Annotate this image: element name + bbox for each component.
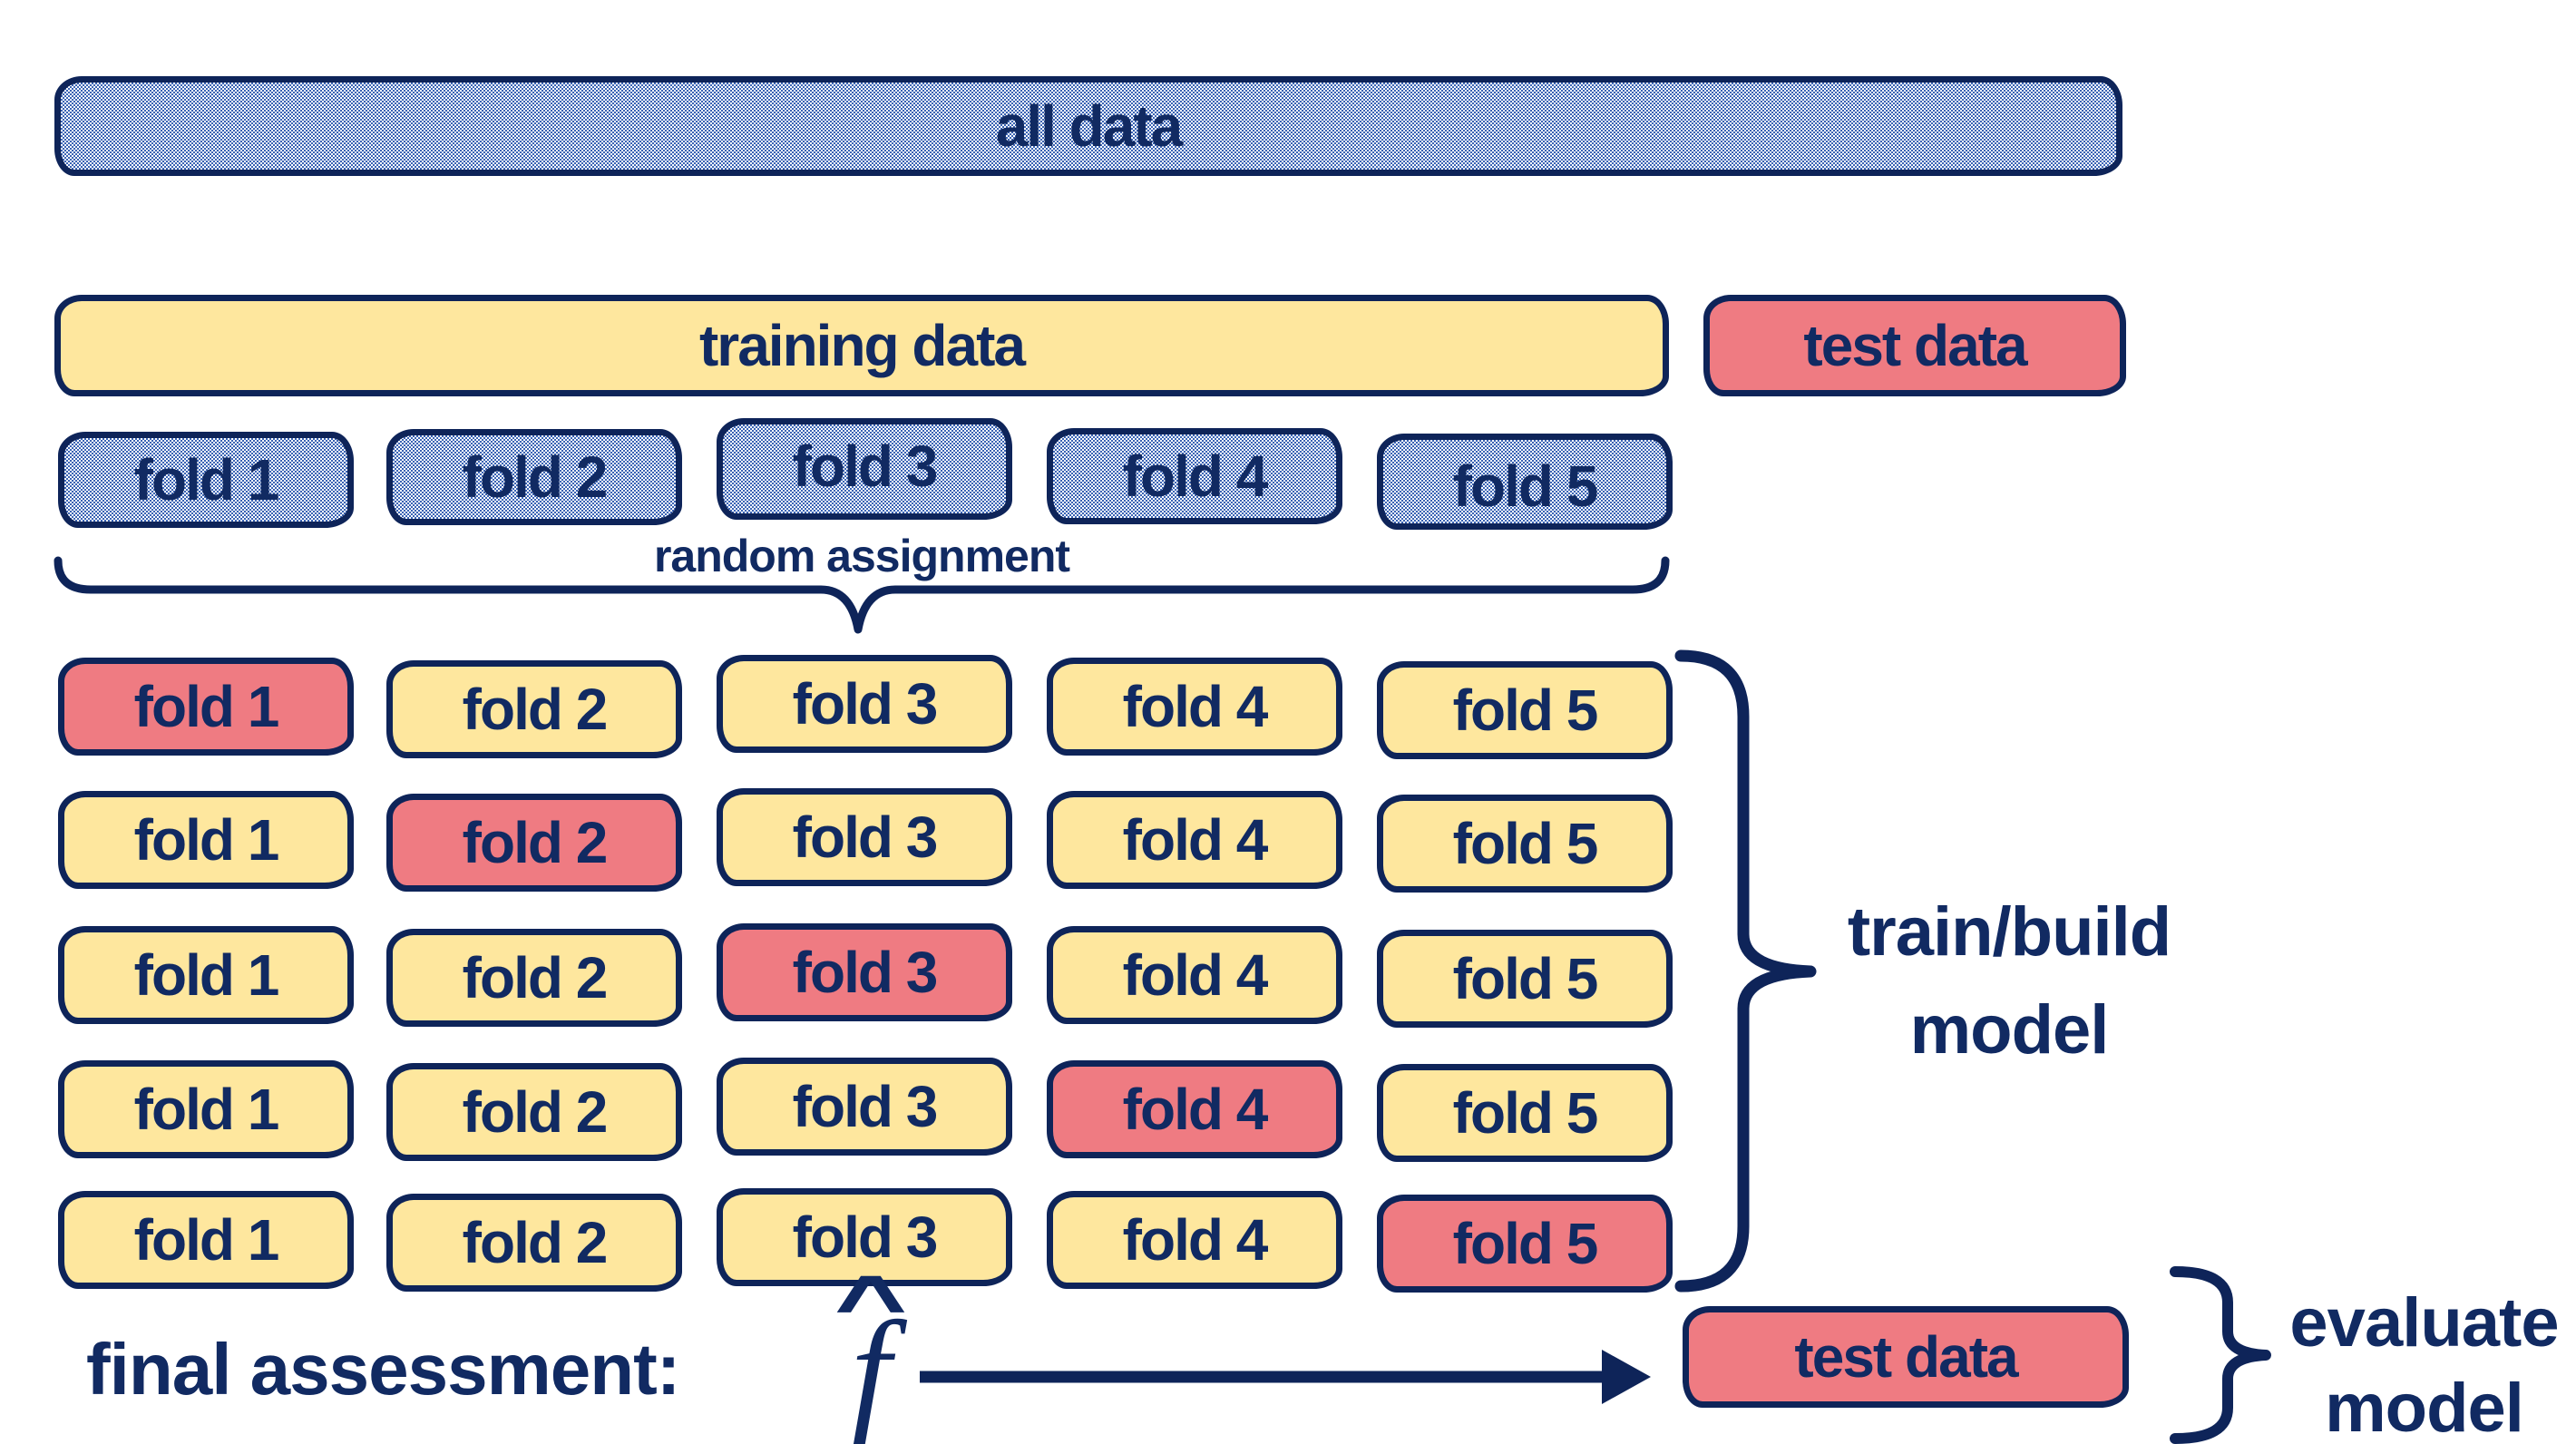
final-assessment-arrow bbox=[920, 1350, 1651, 1404]
cv-cell-label: fold 4 bbox=[1122, 942, 1269, 1008]
training-data-bar: training data bbox=[54, 295, 1669, 396]
cv-grid-cell: fold 5 bbox=[1377, 1064, 1673, 1162]
cv-cell-label: fold 5 bbox=[1452, 678, 1599, 743]
cv-grid-cell: fold 4 bbox=[1047, 1060, 1342, 1158]
cv-cell-label: fold 4 bbox=[1122, 674, 1269, 739]
random-assignment-label: random assignment bbox=[653, 531, 1070, 581]
final-assessment-label: final assessment: bbox=[86, 1329, 680, 1410]
train-build-line2: model bbox=[1909, 991, 2110, 1068]
cv-grid-row: fold 1 fold 2 fold 3 fold 4 fold 5 bbox=[58, 788, 1676, 893]
cv-cell-label: fold 3 bbox=[792, 671, 939, 737]
cv-grid-cell: fold 3 bbox=[717, 788, 1012, 886]
cv-cell-label: fold 5 bbox=[1452, 1211, 1599, 1276]
evaluate-model-label: evaluate model bbox=[2268, 1281, 2576, 1444]
cv-grid-cell: fold 5 bbox=[1377, 1195, 1673, 1293]
cv-grid-cell: fold 1 bbox=[58, 1191, 354, 1289]
cv-cell-label: fold 3 bbox=[792, 940, 939, 1005]
cv-cell-label: fold 4 bbox=[1122, 1077, 1269, 1142]
test-data-box-top: test data bbox=[1703, 295, 2126, 396]
cv-cell-label: fold 1 bbox=[133, 1207, 280, 1273]
cv-grid-row: fold 1 fold 2 fold 3 fold 4 fold 5 bbox=[58, 1188, 1676, 1293]
all-data-bar: all data bbox=[54, 76, 2122, 176]
cv-grid-cell: fold 1 bbox=[58, 791, 354, 889]
evaluate-line1: evaluate bbox=[2289, 1284, 2559, 1361]
training-data-label: training data bbox=[698, 313, 1026, 378]
test-data-box-bottom: test data bbox=[1683, 1306, 2129, 1408]
train-build-brace bbox=[1674, 649, 1817, 1293]
fold-box-1: fold 1 bbox=[58, 432, 354, 528]
fold-box-5: fold 5 bbox=[1377, 434, 1673, 530]
cv-cell-label: fold 3 bbox=[792, 1205, 939, 1270]
cv-cell-label: fold 4 bbox=[1122, 1207, 1269, 1273]
cv-cell-label: fold 1 bbox=[133, 674, 280, 739]
fold-box-2: fold 2 bbox=[386, 429, 682, 525]
cv-grid-cell: fold 5 bbox=[1377, 795, 1673, 893]
cv-cell-label: fold 4 bbox=[1122, 807, 1269, 873]
evaluate-line2: model bbox=[2325, 1370, 2524, 1444]
cv-cell-label: fold 1 bbox=[133, 807, 280, 873]
cv-cell-label: fold 2 bbox=[462, 945, 609, 1010]
cv-cell-label: fold 3 bbox=[792, 805, 939, 870]
fold-box-label: fold 5 bbox=[1452, 454, 1599, 519]
fold-assignment-row: fold 1 fold 2 fold 3 fold 4 fold 5 bbox=[58, 418, 1676, 535]
cv-grid-cell: fold 5 bbox=[1377, 661, 1673, 759]
cv-cell-label: fold 5 bbox=[1452, 811, 1599, 876]
cv-grid-cell: fold 3 bbox=[717, 1058, 1012, 1156]
estimator-f: f bbox=[851, 1293, 891, 1444]
fold-box-label: fold 4 bbox=[1122, 444, 1269, 509]
cv-grid-cell: fold 4 bbox=[1047, 791, 1342, 889]
cv-grid-cell: fold 3 bbox=[717, 923, 1012, 1021]
cv-cell-label: fold 1 bbox=[133, 1077, 280, 1142]
cv-grid-cell: fold 5 bbox=[1377, 930, 1673, 1028]
cv-grid-cell: fold 1 bbox=[58, 658, 354, 756]
cv-cell-label: fold 2 bbox=[462, 810, 609, 875]
fold-box-label: fold 1 bbox=[133, 447, 280, 512]
cv-grid-cell: fold 1 bbox=[58, 1060, 354, 1158]
cv-cell-label: fold 5 bbox=[1452, 1080, 1599, 1146]
train-build-model-label: train/build model bbox=[1800, 883, 2218, 1079]
cv-grid-cell: fold 2 bbox=[386, 794, 682, 892]
cv-grid-cell: fold 2 bbox=[386, 1063, 682, 1161]
estimator-symbol: ^ f bbox=[815, 1264, 927, 1444]
cv-grid-cell: fold 4 bbox=[1047, 926, 1342, 1024]
cv-cell-label: fold 5 bbox=[1452, 946, 1599, 1011]
cv-grid-cell: fold 4 bbox=[1047, 1191, 1342, 1289]
cv-cell-label: fold 1 bbox=[133, 942, 280, 1008]
cv-cell-label: fold 3 bbox=[792, 1074, 939, 1139]
cv-cell-label: fold 2 bbox=[462, 1210, 609, 1275]
evaluate-brace bbox=[2170, 1266, 2271, 1444]
fold-box-4: fold 4 bbox=[1047, 428, 1342, 524]
cv-cell-label: fold 2 bbox=[462, 1079, 609, 1145]
test-data-label: test data bbox=[1803, 313, 2027, 378]
cv-grid-cell: fold 2 bbox=[386, 1194, 682, 1292]
all-data-label: all data bbox=[995, 93, 1184, 159]
cv-grid-cell: fold 3 bbox=[717, 1188, 1012, 1286]
fold-box-label: fold 2 bbox=[462, 444, 609, 510]
cv-cell-label: fold 2 bbox=[462, 677, 609, 742]
cv-grid-row: fold 1 fold 2 fold 3 fold 4 fold 5 bbox=[58, 655, 1676, 759]
cv-grid-row: fold 1 fold 2 fold 3 fold 4 fold 5 bbox=[58, 923, 1676, 1028]
test-data-label: test data bbox=[1794, 1324, 2018, 1390]
cv-grid-cell: fold 4 bbox=[1047, 658, 1342, 756]
cv-grid-cell: fold 2 bbox=[386, 660, 682, 758]
cv-grid-cell: fold 1 bbox=[58, 926, 354, 1024]
cv-grid-row: fold 1 fold 2 fold 3 fold 4 fold 5 bbox=[58, 1058, 1676, 1162]
estimator-hat: ^ bbox=[834, 1259, 908, 1351]
train-build-line1: train/build bbox=[1847, 893, 2171, 971]
fold-box-label: fold 3 bbox=[792, 434, 939, 499]
cv-grid-cell: fold 2 bbox=[386, 929, 682, 1027]
fold-box-3: fold 3 bbox=[717, 418, 1012, 520]
cv-grid-cell: fold 3 bbox=[717, 655, 1012, 753]
